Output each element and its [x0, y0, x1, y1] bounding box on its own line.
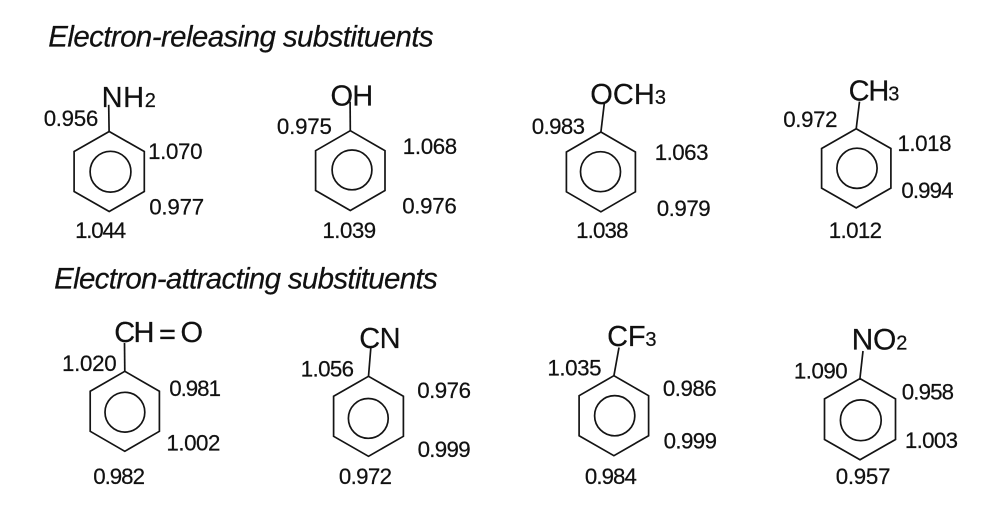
svg-text:0.983: 0.983: [532, 114, 585, 139]
svg-text:1.038: 1.038: [576, 218, 628, 243]
svg-text:0.976: 0.976: [417, 378, 470, 403]
svg-text:0.986: 0.986: [663, 376, 716, 401]
svg-text:1.070: 1.070: [148, 139, 202, 164]
svg-text:1.044: 1.044: [75, 218, 126, 243]
svg-text:CF3: CF3: [607, 321, 656, 353]
svg-text:Electron-releasing substituent: Electron-releasing substituents: [48, 20, 434, 53]
svg-text:0.982: 0.982: [93, 464, 144, 489]
svg-text:1.003: 1.003: [905, 428, 958, 453]
svg-text:0.999: 0.999: [418, 437, 471, 462]
svg-text:0.956: 0.956: [44, 106, 98, 131]
svg-text:Electron-attracting substituen: Electron-attracting substituents: [54, 263, 438, 296]
svg-text:NH2: NH2: [102, 82, 157, 114]
svg-text:NO2: NO2: [852, 323, 908, 356]
svg-text:0.972: 0.972: [783, 107, 837, 132]
svg-text:1.056: 1.056: [301, 356, 354, 381]
svg-text:CN: CN: [359, 323, 400, 355]
svg-text:1.035: 1.035: [547, 355, 601, 380]
svg-text:0.984: 0.984: [585, 464, 637, 489]
svg-text:0.979: 0.979: [657, 196, 711, 221]
svg-text:1.018: 1.018: [897, 131, 951, 156]
svg-text:0.975: 0.975: [277, 114, 332, 139]
svg-text:1.020: 1.020: [62, 351, 116, 376]
svg-text:0.994: 0.994: [901, 178, 953, 203]
svg-text:1.002: 1.002: [166, 431, 220, 456]
svg-text:OH: OH: [331, 80, 373, 112]
svg-text:CH3: CH3: [849, 75, 900, 107]
svg-text:0.957: 0.957: [836, 464, 891, 489]
svg-text:0.981: 0.981: [169, 376, 220, 401]
svg-text:1.039: 1.039: [322, 218, 375, 243]
svg-text:1.012: 1.012: [829, 218, 882, 243]
svg-text:0.999: 0.999: [664, 429, 717, 454]
svg-text:0.977: 0.977: [149, 195, 204, 220]
svg-text:1.090: 1.090: [794, 359, 847, 384]
svg-text:1.068: 1.068: [403, 134, 457, 159]
svg-text:CH = O: CH = O: [114, 317, 202, 351]
svg-text:1.063: 1.063: [655, 140, 708, 165]
svg-text:OCH3: OCH3: [590, 79, 666, 111]
svg-text:0.976: 0.976: [402, 194, 456, 219]
svg-text:0.958: 0.958: [902, 380, 954, 405]
svg-text:0.972: 0.972: [339, 464, 392, 489]
